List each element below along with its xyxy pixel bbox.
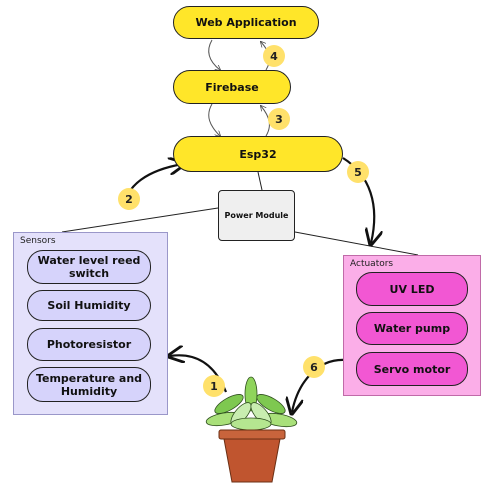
actuators-title: Actuators [350, 259, 394, 269]
sensor-water-level: Water level reed switch [27, 250, 151, 284]
firebase-node: Firebase [173, 70, 291, 104]
step-badge-6: 6 [303, 356, 325, 378]
step-badge-4: 4 [263, 45, 285, 67]
sensor-temperature-humidity: Temperature and Humidity [27, 367, 151, 402]
power-module-node: Power Module [218, 190, 295, 241]
sensor-photoresistor: Photoresistor [27, 328, 151, 361]
step-badge-1: 1 [203, 375, 225, 397]
plant-pot-icon [205, 376, 298, 483]
actuator-servo-motor: Servo motor [356, 352, 468, 386]
step-badge-5: 5 [347, 161, 369, 183]
actuator-water-pump: Water pump [356, 312, 468, 345]
sensor-soil-humidity: Soil Humidity [27, 290, 151, 321]
step-badge-3: 3 [268, 108, 290, 130]
arrow-web-to-firebase [208, 39, 220, 70]
esp32-node: Esp32 [173, 136, 343, 172]
step-badge-2: 2 [118, 188, 140, 210]
actuator-uv-led: UV LED [356, 272, 468, 306]
web-application-node: Web Application [173, 6, 319, 39]
arrow-firebase-to-esp32 [208, 103, 220, 136]
sensors-title: Sensors [20, 236, 56, 246]
